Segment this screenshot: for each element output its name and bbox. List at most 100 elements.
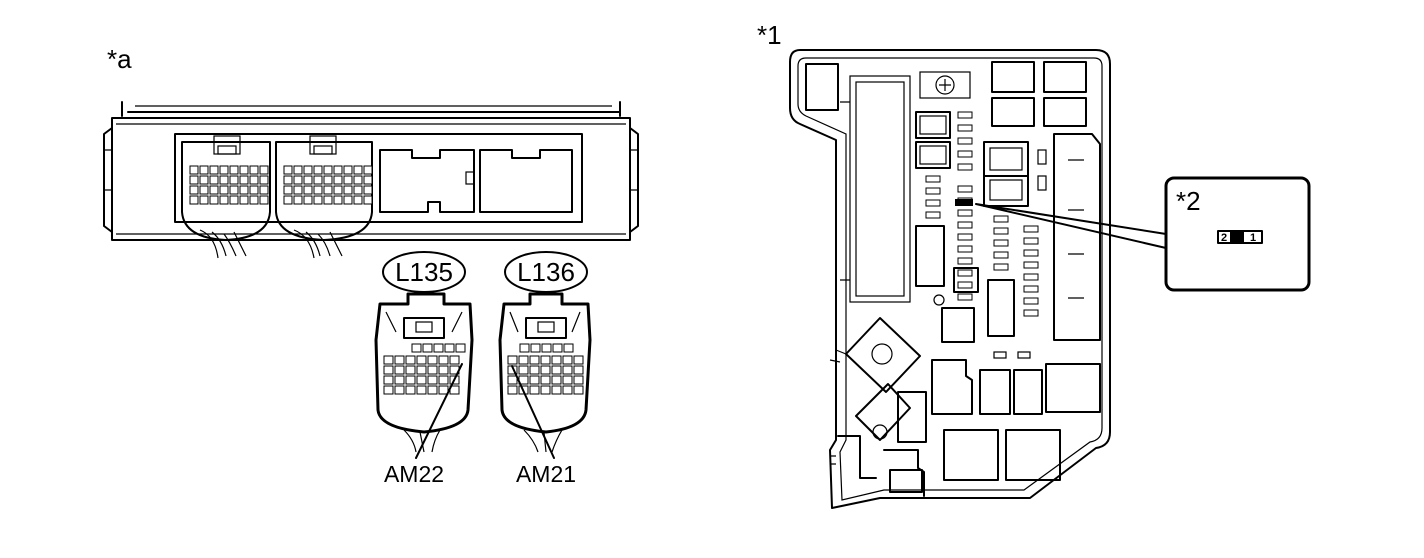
- pin-cavity: [383, 355, 394, 365]
- fuse-column: [957, 111, 973, 301]
- pin-cavity: [189, 165, 199, 175]
- fuse: [957, 293, 973, 301]
- pin-cavity: [507, 355, 518, 365]
- pin-cavity: [229, 185, 239, 195]
- fuse: [993, 251, 1009, 259]
- fuse: [957, 209, 973, 217]
- pin-cavity: [363, 185, 373, 195]
- pin-cavity: [394, 385, 405, 395]
- pin-cavity: [562, 365, 573, 375]
- fuse: [957, 137, 973, 145]
- fuse: [957, 185, 973, 193]
- ecu-unit: *a: [103, 44, 639, 259]
- pin-cavity: [411, 343, 422, 353]
- pin-cavity: [229, 195, 239, 205]
- pin-cavity: [353, 175, 363, 185]
- connector-id-oval: [504, 251, 588, 293]
- pin-cavity: [313, 195, 323, 205]
- pin-cavity: [551, 365, 562, 375]
- pin-cavity: [552, 343, 563, 353]
- ecu-connector-b-pins: [283, 165, 373, 205]
- pin-cavity: [313, 185, 323, 195]
- pin-cavity: [529, 365, 540, 375]
- fuse: [1023, 237, 1039, 245]
- pin-cavity: [433, 343, 444, 353]
- pin-cavity: [293, 175, 303, 185]
- pin-cavity: [303, 175, 313, 185]
- pin-cavity: [283, 175, 293, 185]
- pin-cavity: [353, 195, 363, 205]
- pin-cavity: [189, 195, 199, 205]
- pin-cavity: [219, 185, 229, 195]
- relay-block-callout-label: *1: [757, 20, 782, 50]
- pin-cavity: [383, 385, 394, 395]
- fuse: [957, 281, 973, 289]
- fuse: [957, 269, 973, 277]
- inset-callout-label: *2: [1176, 186, 1201, 216]
- fuse: [957, 233, 973, 241]
- pin-cavity: [529, 355, 540, 365]
- fuse: [1023, 261, 1039, 269]
- pin-cavity: [199, 165, 209, 175]
- pin-cavity: [189, 175, 199, 185]
- fuse: [925, 199, 941, 207]
- pin-cavity: [259, 175, 269, 185]
- connector-id-label: L135: [395, 257, 453, 287]
- fuse: [957, 257, 973, 265]
- pin-cavity: [343, 175, 353, 185]
- fuse: [993, 239, 1009, 247]
- pin-cavity: [427, 355, 438, 365]
- pin-cavity: [293, 195, 303, 205]
- pin-cavity: [259, 195, 269, 205]
- pin-cavity: [229, 165, 239, 175]
- pin-cavity: [323, 175, 333, 185]
- pin-cavity: [209, 195, 219, 205]
- connector-l135: L135 AM22: [374, 251, 474, 487]
- pin-cavity: [551, 375, 562, 385]
- fuse: [1023, 273, 1039, 281]
- pin-cavity: [438, 355, 449, 365]
- pin-cavity: [541, 343, 552, 353]
- pin-cavity: [518, 365, 529, 375]
- am21-leader-line: [511, 365, 555, 459]
- pin-cavity: [313, 175, 323, 185]
- l136-pin-grid: [507, 343, 584, 395]
- pin-cavity: [530, 343, 541, 353]
- pin-cavity: [405, 365, 416, 375]
- ecu-callout-label: *a: [107, 44, 132, 74]
- fuse: [957, 150, 973, 158]
- pin-cavity: [422, 343, 433, 353]
- pin-cavity: [449, 355, 460, 365]
- fuse: [957, 245, 973, 253]
- pin-cavity: [259, 165, 269, 175]
- fuse-column: [1023, 225, 1039, 317]
- pin-cavity: [573, 385, 584, 395]
- pin-cavity: [363, 175, 373, 185]
- connector-id-oval: [382, 251, 466, 293]
- pin-cavity: [416, 355, 427, 365]
- pin-cavity: [259, 185, 269, 195]
- fuse: [1023, 225, 1039, 233]
- fuse: [993, 227, 1009, 235]
- pin-cavity: [333, 195, 343, 205]
- fuse: [1023, 297, 1039, 305]
- fuse: [957, 111, 973, 119]
- pin-cavity: [283, 165, 293, 175]
- pin-cavity: [323, 195, 333, 205]
- pin-cavity: [209, 185, 219, 195]
- pin-cavity: [353, 165, 363, 175]
- pin-cavity: [416, 375, 427, 385]
- fuse: [1023, 249, 1039, 257]
- highlighted-fuse: [955, 199, 973, 206]
- relay-block: *1: [757, 20, 1167, 509]
- pin-cavity: [303, 195, 313, 205]
- pin-cavity: [189, 185, 199, 195]
- pin-cavity: [343, 185, 353, 195]
- pin-cavity: [239, 195, 249, 205]
- pin-cavity: [283, 185, 293, 195]
- connector-id-label: L136: [517, 257, 575, 287]
- pin-cavity: [333, 185, 343, 195]
- pin-cavity: [383, 375, 394, 385]
- pin-cavity: [427, 375, 438, 385]
